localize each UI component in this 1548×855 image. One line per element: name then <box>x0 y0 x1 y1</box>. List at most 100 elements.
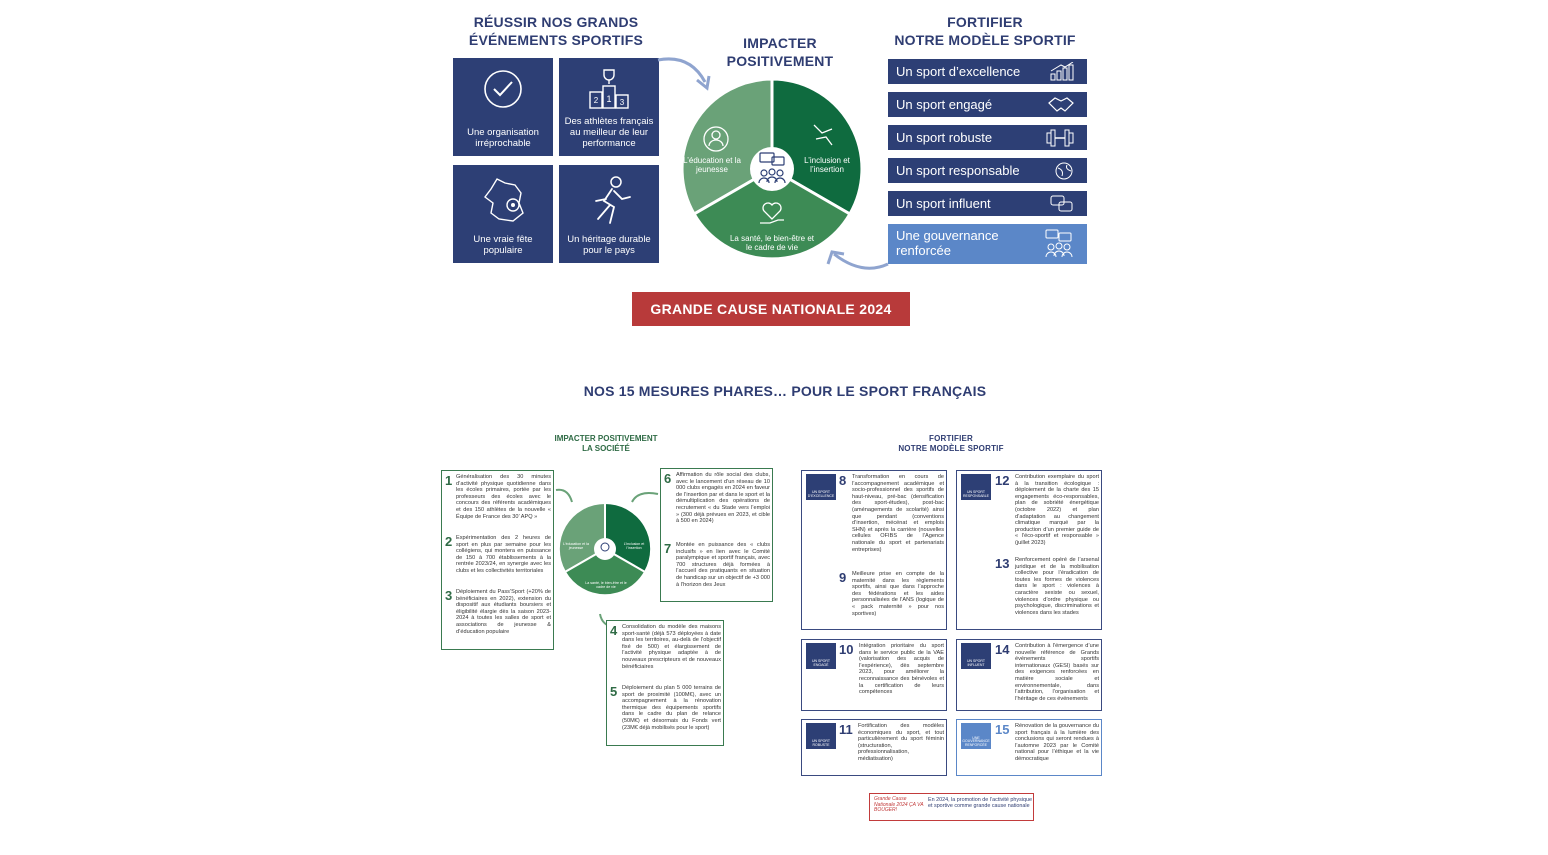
measure-text: Expérimentation des 2 heures de sport en… <box>456 535 551 574</box>
tile-heritage: Un héritage durable pour le pays <box>559 165 659 263</box>
tile-label: Un héritage durable pour le pays <box>567 234 651 257</box>
measures-6-7-box: 6 Affirmation du rôle social des clubs, … <box>660 468 773 602</box>
wheel-label-education: L’éducation et la jeunesse <box>683 156 741 175</box>
wheel-label-inclusion: L’inclusion et l’insertion <box>804 156 850 175</box>
wheel-segment-sante <box>692 167 852 261</box>
bar-robuste: Un sport robuste <box>888 125 1087 150</box>
mini-label-inclusion: L’inclusion et l’insertion <box>623 542 645 550</box>
handshake-icon <box>1048 97 1074 112</box>
measure-number: 10 <box>839 642 854 657</box>
measure-text: Rénovation de la gouvernance du sport fr… <box>1015 723 1099 762</box>
measure-text: Renforcement opéré de l’arsenal juridiqu… <box>1015 557 1099 616</box>
tile-organisation: Une organisation irréprochable <box>453 58 553 156</box>
svg-text:3: 3 <box>620 98 625 107</box>
bar-engage: Un sport engagé <box>888 92 1087 117</box>
tile-label: Une organisation irréprochable <box>467 127 539 150</box>
svg-text:2: 2 <box>594 96 599 105</box>
mini-arrows-icon <box>555 488 659 629</box>
measure-14-box: UN SPORT INFLUENT 14 Contribution à l’ém… <box>956 639 1102 711</box>
measure-11-box: UN SPORT ROBUSTE 11 Fortification des mo… <box>801 719 947 776</box>
bar-label: Un sport influent <box>896 196 991 211</box>
bar-label: Un sport d’excellence <box>896 64 1021 79</box>
right-title: FORTIFIER NOTRE MODÈLE SPORTIF <box>894 14 1076 48</box>
measure-text: Meilleure prise en compte de la maternit… <box>852 571 944 617</box>
measure-text: Consolidation du modèle des maisons spor… <box>622 624 721 670</box>
measure-number: 13 <box>995 556 1010 571</box>
measure-text: Déploiement du plan 5 000 terrains de sp… <box>622 685 721 731</box>
grande-cause-banner: GRANDE CAUSE NATIONALE 2024 <box>632 292 910 326</box>
measures-title: NOS 15 MESURES PHARES… POUR LE SPORT FRA… <box>583 383 987 399</box>
measure-text: Fortification des modèles économiques du… <box>858 723 944 762</box>
influent-tag: UN SPORT INFLUENT <box>961 643 991 669</box>
measure-text: Montée en puissance des « clubs inclusif… <box>676 542 770 588</box>
arrow-to-wheel-icon <box>657 57 711 91</box>
measure-number: 11 <box>839 722 853 737</box>
wheel-segment-inclusion <box>770 77 864 217</box>
logo-caption: En 2024, la promotion de l’activité phys… <box>928 797 1032 810</box>
measures-4-5-box: 4 Consolidation du modèle des maisons sp… <box>606 620 724 746</box>
grande-cause-logo-box: Grande Cause Nationale 2024 ÇA VA BOUGER… <box>869 793 1034 821</box>
arrow-from-bars-icon <box>826 250 889 270</box>
measure-number: 2 <box>445 534 453 549</box>
measure-text: Contribution exemplaire du sport à la tr… <box>1015 474 1099 546</box>
measures-8-9-box: UN SPORT D’EXCELLENCE 8 Transformation e… <box>801 470 947 630</box>
face-icon <box>703 126 729 152</box>
measure-text: Affirmation du rôle social des clubs, av… <box>676 472 770 525</box>
measure-text: Intégration prioritaire du sport dans le… <box>859 643 944 696</box>
check-circle-icon <box>484 70 522 108</box>
mini-impact-wheel <box>558 502 652 596</box>
measures-1-3-box: 1 Généralisation des 30 minutes d’activi… <box>441 470 554 650</box>
globe-leaf-icon <box>1055 162 1073 180</box>
bar-gouvernance: Une gouvernance renforcée <box>888 224 1087 264</box>
engage-tag: UN SPORT ENGAGÉ <box>806 643 836 669</box>
bar-excellence: Un sport d’excellence <box>888 59 1087 84</box>
measure-number: 7 <box>664 541 672 556</box>
svg-text:1: 1 <box>606 94 611 104</box>
mini-label-sante: La santé, le bien-être et le cadre de vi… <box>585 581 627 589</box>
measure-text: Généralisation des 30 minutes d’activité… <box>456 474 551 520</box>
measure-text: Contribution à l’émergence d’une nouvell… <box>1015 643 1099 702</box>
heart-hand-icon <box>760 202 784 224</box>
mini-label-education: L’éducation et la jeunesse <box>563 542 589 550</box>
mini-segment-sante <box>563 547 647 596</box>
measure-number: 6 <box>664 471 672 486</box>
bar-label: Un sport robuste <box>896 130 993 145</box>
tile-label: Une vraie fête populaire <box>473 234 533 257</box>
measure-number: 15 <box>995 722 1010 737</box>
robuste-tag: UN SPORT ROBUSTE <box>806 723 836 749</box>
runner-icon <box>595 176 631 224</box>
bar-influent: Un sport influent <box>888 191 1087 216</box>
measure-number: 4 <box>610 623 618 638</box>
bar-responsable: Un sport responsable <box>888 158 1087 183</box>
bar-label: Une gouvernance renforcée <box>896 228 999 258</box>
impact-wheel <box>680 77 864 261</box>
measure-number: 3 <box>445 588 453 603</box>
measure-number: 14 <box>995 642 1010 657</box>
measure-10-box: UN SPORT ENGAGÉ 10 Intégration prioritai… <box>801 639 947 711</box>
hands-icon <box>813 124 833 146</box>
france-map-icon <box>484 178 524 222</box>
left-title: RÉUSSIR NOS GRANDS ÉVÉNEMENTS SPORTIFS <box>468 14 644 48</box>
grande-cause-logo: Grande Cause Nationale 2024 ÇA VA BOUGER… <box>874 796 924 813</box>
gouvernance-tag: UNE GOUVERNANCE RENFORCÉE <box>961 723 991 749</box>
bar-chart-icon <box>1050 62 1074 81</box>
tile-fete: Une vraie fête populaire <box>453 165 553 263</box>
measure-number: 5 <box>610 684 618 699</box>
measure-text: Déploiement du Pass’Sport (+20% de bénéf… <box>456 589 551 635</box>
podium-icon: 12 3 <box>589 69 629 109</box>
speech-bubbles-icon <box>1050 195 1073 212</box>
tile-label: Des athlètes français au meilleur de leu… <box>564 116 654 150</box>
measure-number: 1 <box>445 473 453 488</box>
measures-12-13-box: UN SPORT RESPONSABLE 12 Contribution exe… <box>956 470 1102 630</box>
bar-label: Un sport engagé <box>896 97 993 112</box>
excellence-tag: UN SPORT D’EXCELLENCE <box>806 474 836 500</box>
people-center-icon <box>758 152 786 184</box>
left-heading: IMPACTER POSITIVEMENT LA SOCIÉTÉ <box>554 434 658 453</box>
measure-text: Transformation en cours de l’accompagnem… <box>852 474 944 553</box>
wheel-label-sante: La santé, le bien-être et le cadre de vi… <box>729 234 815 253</box>
measure-15-box: UNE GOUVERNANCE RENFORCÉE 15 Rénovation … <box>956 719 1102 776</box>
right-heading: FORTIFIER NOTRE MODÈLE SPORTIF <box>898 434 1004 453</box>
center-title: IMPACTER POSITIVEMENT <box>726 35 834 69</box>
measure-number: 12 <box>995 473 1010 488</box>
bar-label: Un sport responsable <box>896 163 1020 178</box>
